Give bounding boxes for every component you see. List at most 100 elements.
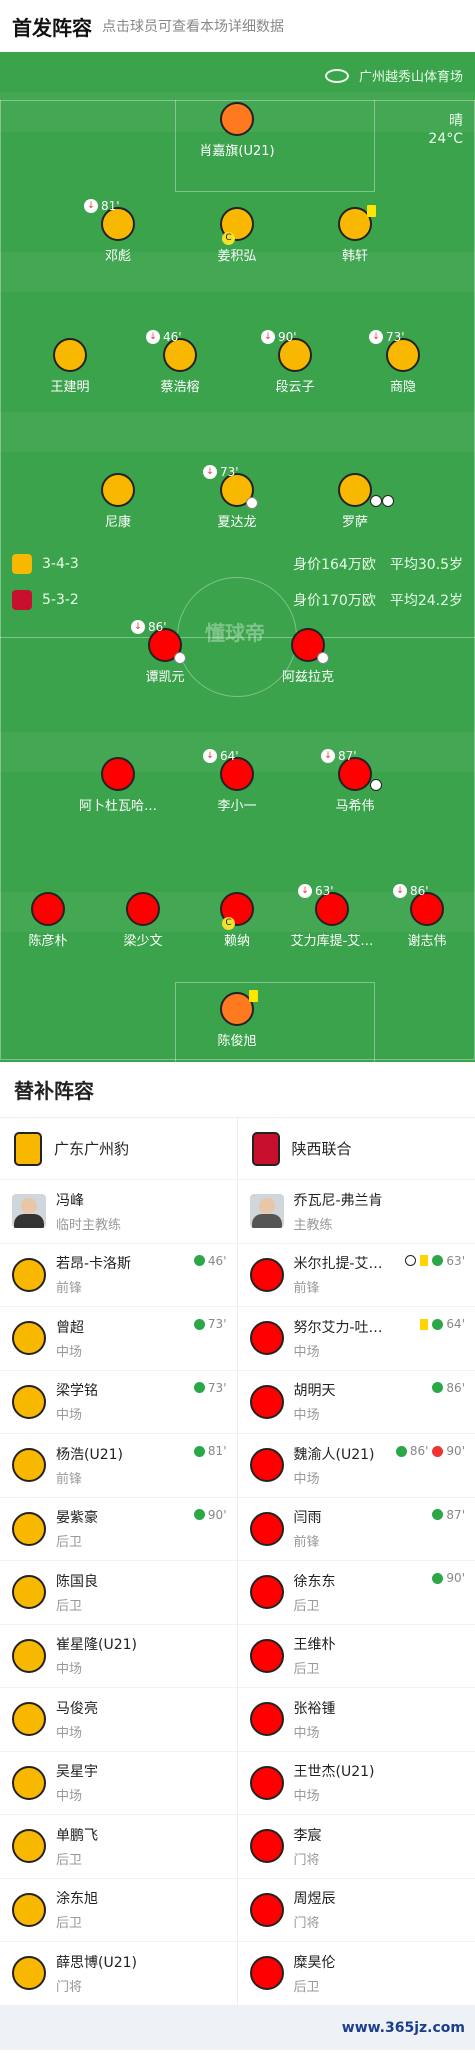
sub-row[interactable]: 张裕锺中场	[237, 1688, 475, 1752]
away-player[interactable]: 梁少文	[83, 892, 203, 949]
player-name: 李小一	[217, 799, 257, 814]
weather-text: 晴	[449, 113, 463, 129]
sub-row[interactable]: 马俊亮中场	[0, 1688, 237, 1752]
player-avatar	[12, 1702, 46, 1737]
sub-badge: ↓63'	[298, 884, 334, 898]
sub-name: 单鹏飞	[56, 1827, 98, 1844]
sub-row[interactable]: 糜昊伦后卫	[237, 1942, 475, 2006]
away-player[interactable]: 阿卜杜瓦哈…	[58, 757, 178, 814]
home-team-badge-icon	[12, 554, 32, 574]
away-player[interactable]: 陈俊旭	[177, 990, 297, 1049]
player-avatar	[12, 1638, 46, 1673]
home-player[interactable]: ↓73' 夏达龙	[177, 465, 297, 530]
away-coach-row[interactable]: 乔瓦尼-弗兰肯主教练	[237, 1180, 475, 1244]
away-player[interactable]: C 赖纳	[177, 892, 297, 949]
assist-icon	[174, 652, 186, 664]
assist-icon	[317, 652, 329, 664]
sub-minute: 81'	[101, 199, 120, 213]
player-name: 阿卜杜瓦哈…	[78, 799, 157, 814]
home-team-logo-icon	[14, 1131, 42, 1166]
sub-name: 李宸	[293, 1827, 322, 1844]
player-name: 阿兹拉克	[281, 670, 334, 685]
sub-minute: 63'	[446, 1253, 465, 1268]
sub-minute: 81'	[207, 1444, 227, 1458]
player-name: 姜积弘	[217, 249, 257, 264]
away-formation: 5-3-2	[42, 592, 79, 608]
sub-name: 陈国良	[56, 1573, 98, 1590]
player-dot	[338, 757, 382, 791]
sub-in-icon	[193, 1255, 205, 1266]
home-player[interactable]: ↓81' 邓彪	[58, 199, 178, 264]
player-avatar	[249, 1702, 284, 1737]
sub-position: 中场	[56, 1344, 83, 1360]
sub-minute: 73'	[207, 1317, 227, 1331]
sub-minute: 86'	[148, 620, 167, 634]
away-team-header[interactable]: 陕西联合	[237, 1118, 475, 1180]
away-player[interactable]: ↓63' 艾力库提-艾…	[272, 884, 392, 949]
sub-row[interactable]: 涂东旭后卫	[0, 1879, 237, 1942]
away-player[interactable]: 阿兹拉克	[248, 628, 368, 685]
home-player[interactable]: 肖嘉旗(U21)	[177, 102, 297, 159]
player-dot	[220, 757, 254, 791]
sub-name: 崔星隆(U21)	[56, 1637, 137, 1654]
sub-out-icon: ↓	[298, 884, 312, 898]
sub-row[interactable]: 崔星隆(U21) 中场	[0, 1625, 237, 1688]
sub-badge: ↓73'	[369, 330, 405, 344]
sub-minute: 46'	[207, 1253, 227, 1268]
home-coach-row[interactable]: 冯峰临时主教练	[0, 1180, 237, 1244]
sub-row[interactable]: 陈国良后卫	[0, 1561, 237, 1625]
player-avatar	[249, 1448, 284, 1483]
sub-position: 后卫	[56, 1598, 83, 1614]
sub-in-icon	[193, 1509, 205, 1520]
player-dot	[220, 990, 258, 1026]
sub-name: 糜昊伦	[293, 1954, 336, 1971]
away-player[interactable]: ↓64' 李小一	[177, 749, 297, 814]
away-player[interactable]: ↓86' 谭凯元	[105, 620, 225, 685]
home-player[interactable]: ↓90' 段云子	[235, 330, 355, 395]
sub-position: 中场	[293, 1408, 320, 1424]
sub-position: 中场	[56, 1662, 83, 1678]
coach-role: 临时主教练	[56, 1217, 122, 1233]
home-player[interactable]: C 姜积弘	[177, 207, 297, 264]
home-player[interactable]: 罗萨	[295, 473, 415, 530]
sub-events: 86'90'	[392, 1444, 465, 1458]
home-player[interactable]: 王建明	[10, 338, 130, 395]
temperature-text: 24°C	[428, 131, 463, 147]
away-player[interactable]: ↓87' 马希伟	[295, 749, 415, 814]
sub-row[interactable]: 王世杰(U21)中场	[237, 1752, 475, 1815]
player-dot	[220, 102, 254, 136]
home-player[interactable]: ↓73' 商隐	[343, 330, 463, 395]
away-player[interactable]: ↓86' 谢志伟	[367, 884, 475, 949]
sub-name: 周煜辰	[293, 1891, 336, 1908]
sub-minute: 90'	[278, 330, 297, 344]
sub-row[interactable]: 薛思博(U21)门将	[0, 1942, 237, 2006]
sub-row[interactable]: 单鹏飞后卫	[0, 1815, 237, 1879]
home-player[interactable]: 韩轩	[295, 205, 415, 264]
home-player[interactable]: 尼康	[58, 473, 178, 530]
sub-row[interactable]: 李宸门将	[237, 1815, 475, 1879]
sub-row[interactable]: 周煜辰门将	[237, 1879, 475, 1942]
sub-position: 前锋	[56, 1281, 83, 1297]
home-avg-age: 平均30.5岁	[389, 557, 463, 573]
home-team-header[interactable]: 广东广州豹	[0, 1118, 237, 1180]
player-avatar	[249, 1384, 284, 1419]
sub-row[interactable]: 吴星宇中场	[0, 1752, 237, 1815]
home-player[interactable]: ↓46' 蔡浩榕	[120, 330, 240, 395]
away-player[interactable]: 陈彦朴	[0, 892, 108, 949]
sub-minute: 87'	[338, 749, 357, 763]
goal-ball-icon	[405, 1255, 417, 1266]
sub-row[interactable]: 王维朴后卫	[237, 1625, 475, 1688]
away-value: 身价170万欧	[293, 593, 376, 609]
